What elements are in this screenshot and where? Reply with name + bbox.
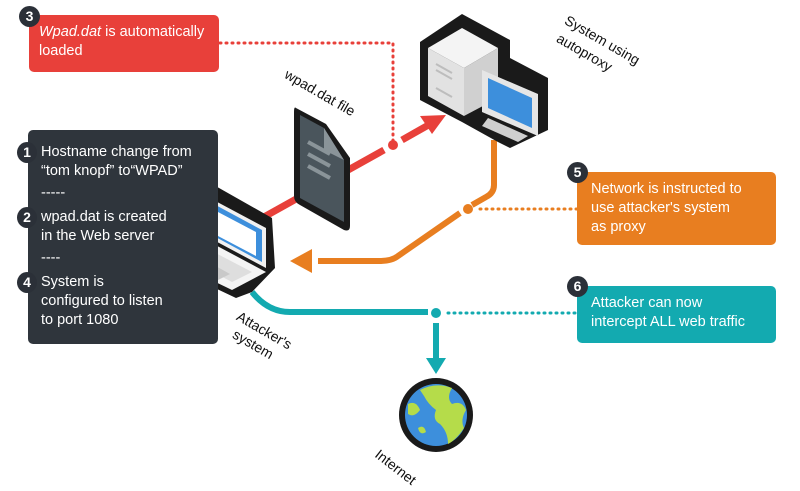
callout-step-3-line2: loaded bbox=[39, 43, 83, 59]
wpad-dat-italic: Wpad.dat bbox=[39, 24, 102, 40]
file-icon bbox=[294, 107, 350, 231]
step-4: 4 System is configured to listen to port… bbox=[17, 272, 218, 330]
step-1-badge: 1 bbox=[17, 142, 37, 163]
callout-step-6-line2: intercept ALL web traffic bbox=[591, 314, 745, 330]
red-junction-dot bbox=[388, 140, 398, 150]
step-4-line2: configured to listen bbox=[41, 293, 163, 309]
step-2: 2 wpad.dat is created in the Web server bbox=[17, 207, 218, 246]
step-6-badge: 6 bbox=[567, 276, 588, 297]
callout-step-5-line1: Network is instructed to bbox=[591, 181, 742, 197]
step-4-line3: to port 1080 bbox=[41, 312, 119, 328]
teal-arrow-head bbox=[426, 358, 446, 374]
callout-step-6: Attacker can now intercept ALL web traff… bbox=[577, 286, 776, 343]
callout-step-5-line3: as proxy bbox=[591, 219, 646, 235]
callout-step-5-line2: use attacker's system bbox=[591, 200, 730, 216]
callout-step-3-text: Wpad.dat is automatically loaded bbox=[39, 23, 219, 61]
steps-box: 1 Hostname change from “tom knopf” to“WP… bbox=[17, 130, 218, 344]
globe-icon bbox=[399, 378, 473, 452]
callout-step-3-line1: is automatically bbox=[101, 24, 205, 40]
step-5-badge: 5 bbox=[567, 162, 588, 183]
step-2-badge: 2 bbox=[17, 207, 37, 228]
orange-line-a bbox=[470, 140, 497, 208]
separator-1: ----- bbox=[41, 185, 66, 201]
orange-line-b bbox=[318, 210, 462, 264]
teal-junction-dot bbox=[431, 308, 441, 318]
red-dotted-connector bbox=[218, 41, 395, 145]
red-arrow-head bbox=[420, 115, 446, 134]
step-1: 1 Hostname change from “tom knopf” to“WP… bbox=[17, 142, 218, 181]
desktop-computer-icon bbox=[420, 14, 548, 148]
separator-2: ---- bbox=[41, 250, 61, 266]
callout-step-3: Wpad.dat is automatically loaded bbox=[29, 15, 219, 72]
orange-arrow-head bbox=[290, 249, 312, 273]
step-2-line2: in the Web server bbox=[41, 228, 155, 244]
step-1-line2: “tom knopf” to“WPAD” bbox=[41, 163, 183, 179]
step-4-badge: 4 bbox=[17, 272, 37, 293]
teal-line-a bbox=[249, 290, 428, 315]
step-4-line1: System is bbox=[41, 274, 104, 290]
step-2-line1: wpad.dat is created bbox=[41, 209, 167, 225]
callout-step-5: Network is instructed to use attacker's … bbox=[577, 172, 776, 245]
step-1-line1: Hostname change from bbox=[41, 144, 192, 160]
step-3-badge: 3 bbox=[19, 6, 40, 27]
orange-junction-dot bbox=[463, 204, 473, 214]
callout-step-6-line1: Attacker can now bbox=[591, 295, 703, 311]
